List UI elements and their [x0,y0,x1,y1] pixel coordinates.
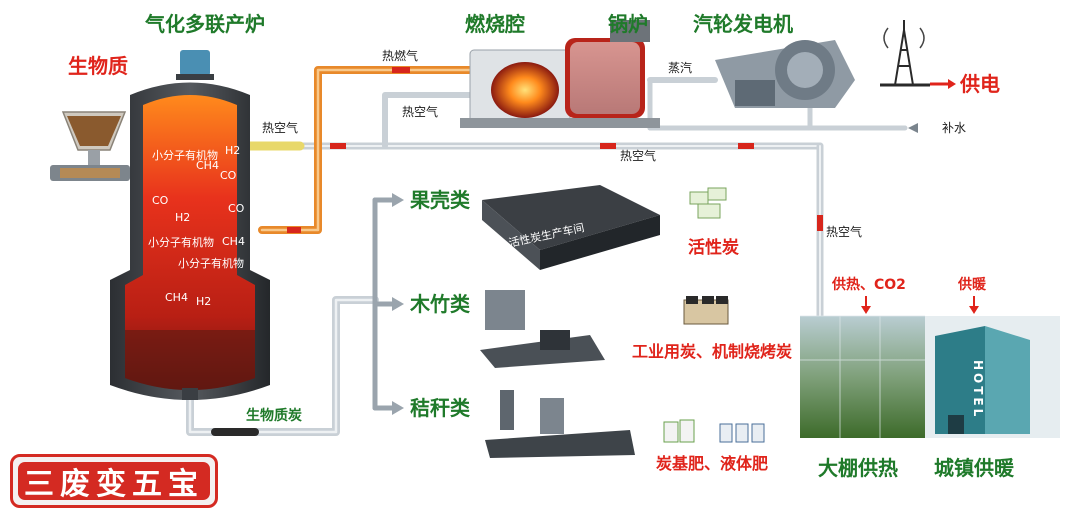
greenhouse-label: 大棚供热 [818,456,898,480]
hotel-building [925,316,1060,438]
gas-ch4-2: CH4 [222,235,245,248]
title-text: 三废变五宝 [18,462,210,502]
category-wood-bamboo: 木竹类 [410,292,470,316]
hot-air-label-outlet: 热空气 [262,121,299,135]
heat-co2-label: 供热、CO2 [832,277,906,293]
activated-carbon-label: 活性炭 [688,238,739,258]
power-arrow [930,79,956,89]
makeup-water-arrow [908,123,918,133]
boiler-label: 锅炉 [608,12,648,36]
gas-ch4-1: CH4 [196,159,219,172]
straw-machine [485,390,635,458]
valve-markers [287,67,823,233]
gas-ch4-3: CH4 [165,291,188,304]
gas-h2-3: H2 [196,295,212,308]
town-heating-label: 城镇供暖 [934,456,1014,480]
makeup-water-label: 补水 [942,121,967,135]
activated-carbon-workshop [482,185,660,270]
combustion-chamber-label: 燃烧腔 [465,12,525,36]
heat-arrows [861,296,979,314]
gas-co-3: CO [228,202,245,215]
hot-gas-label: 热燃气 [382,49,419,63]
gas-h2-1: H2 [225,144,241,157]
charcoal-boxes [683,296,729,325]
category-straw: 秸秆类 [410,396,470,420]
hotel-sign: HOTEL [971,360,985,420]
turbine-label: 汽轮发电机 [693,12,793,36]
combustion-boiler [460,20,660,128]
gasifier [110,50,270,400]
industrial-charcoal-label: 工业用炭、机制烧烤炭 [632,342,793,361]
branch-arrows [392,193,404,415]
hot-air-label-main: 热空气 [620,149,657,163]
power-tower [880,20,930,87]
gas-organics-2: 小分子有机物 [148,236,214,249]
title-badge: 三废变五宝 [10,454,218,508]
gasifier-label: 气化多联产炉 [145,12,265,36]
biomass-hopper [50,111,130,181]
gas-co-2: CO [152,194,169,207]
power-label: 供电 [960,72,1000,96]
wood-machine [480,290,605,368]
gas-organics-3: 小分子有机物 [178,257,244,270]
biomass-label: 生物质 [68,54,128,78]
greenhouse [800,315,925,438]
hot-air-label-down: 热空气 [826,225,863,239]
heating-label: 供暖 [958,277,986,293]
fertilizer-label: 炭基肥、液体肥 [656,454,769,473]
hot-air-boiler-pipe [382,92,473,149]
fertilizer-bags [663,419,765,443]
category-nut-shells: 果壳类 [410,188,470,212]
gas-organics-1: 小分子有机物 [152,149,218,162]
hot-air-label-boiler: 热空气 [402,105,439,119]
gas-h2-2: H2 [175,211,191,224]
activated-carbon-boxes [689,187,727,219]
steam-label: 蒸汽 [668,61,693,75]
turbine-generator [715,40,855,108]
biochar-label: 生物质炭 [246,408,302,424]
gas-co-1: CO [220,169,237,182]
